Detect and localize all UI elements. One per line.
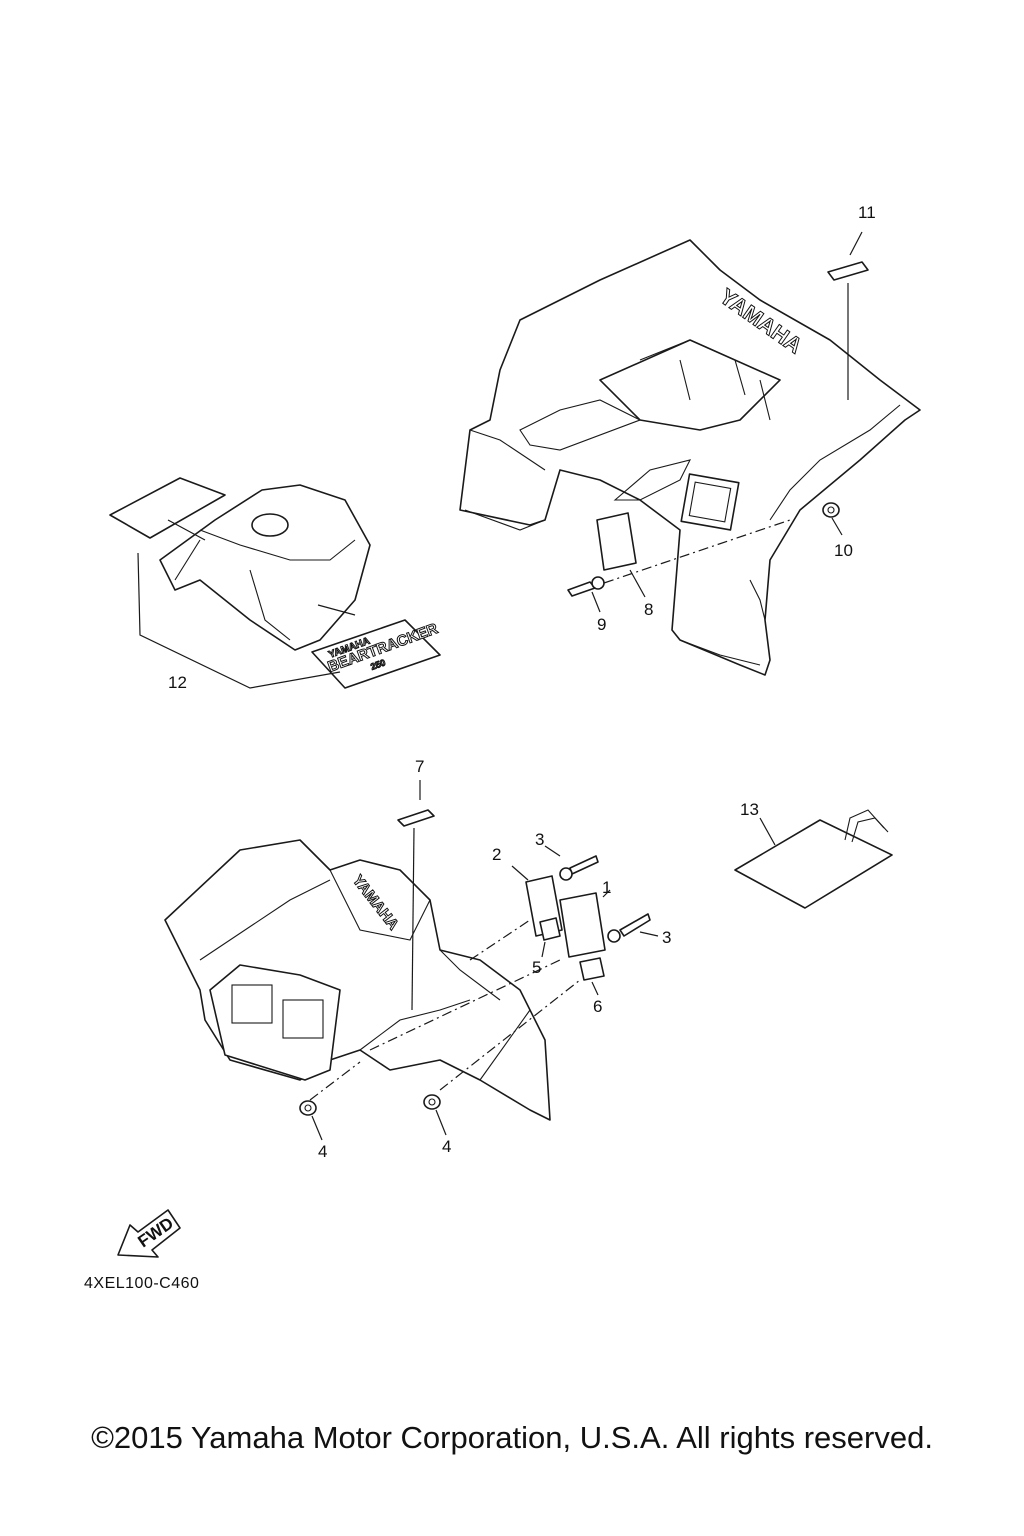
callout-8: 8 <box>644 600 653 619</box>
part-13-tag <box>734 809 893 909</box>
center-cover <box>159 484 371 651</box>
callout-4-left: 4 <box>318 1142 327 1161</box>
part-1-plate <box>559 889 611 958</box>
callout-2: 2 <box>492 845 501 864</box>
front-assembly-line-a <box>469 919 531 961</box>
callout-11: 11 <box>858 203 876 222</box>
callout-9: 9 <box>597 615 606 634</box>
callout-10: 10 <box>834 541 853 560</box>
callout-numbers: 1 2 3 3 4 4 5 6 7 8 9 10 11 12 13 <box>168 203 876 1161</box>
callout-13: 13 <box>740 800 759 819</box>
part-9-rivet <box>567 576 605 613</box>
fwd-arrow-icon: FWD <box>117 1209 181 1258</box>
rear-assembly-line <box>603 519 791 584</box>
diagram-code: 4XEL100-C460 <box>84 1275 200 1292</box>
callout-1: 1 <box>602 878 611 897</box>
part-11-label <box>827 231 869 400</box>
callout-7: 7 <box>415 757 424 776</box>
part-8-plate <box>596 512 646 598</box>
part-3-rivet-lower <box>607 913 659 943</box>
callout-4-right: 4 <box>442 1137 451 1156</box>
part-4-washer-left <box>299 1100 323 1141</box>
callout-12: 12 <box>168 673 187 692</box>
rear-fender: YAMAHA <box>459 239 921 676</box>
part-10-washer <box>822 502 843 536</box>
callout-6: 6 <box>593 997 602 1016</box>
callout-3-lower: 3 <box>662 928 671 947</box>
part-5-pad <box>539 917 561 958</box>
front-assembly-line-c <box>439 979 581 1091</box>
front-assembly-line-b <box>369 959 561 1051</box>
part-3-rivet-upper <box>544 845 599 881</box>
copyright-notice: ©2015 Yamaha Motor Corporation, U.S.A. A… <box>91 1420 933 1455</box>
callout-5: 5 <box>532 958 541 977</box>
part-6-pad <box>579 957 605 996</box>
part-4-washer-right <box>423 1094 447 1136</box>
front-fender: YAMAHA <box>164 839 551 1121</box>
callout-3-upper: 3 <box>535 830 544 849</box>
part-7-label <box>397 780 435 1011</box>
